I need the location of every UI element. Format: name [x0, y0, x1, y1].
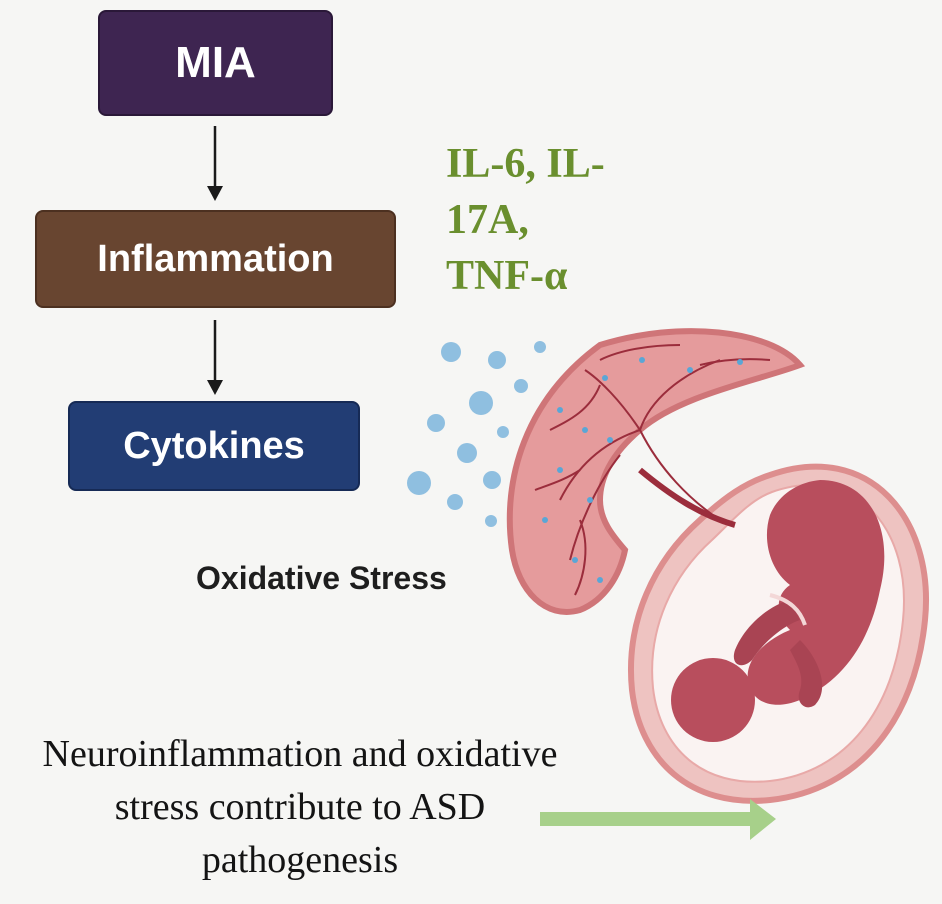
placenta-illustration	[506, 328, 806, 615]
droplet-icon	[488, 351, 506, 369]
mia-box: MIA	[98, 10, 333, 116]
cytokine-line-2: 17A,	[446, 197, 529, 243]
down-arrow-icon	[207, 126, 223, 201]
droplet-icon	[427, 414, 445, 432]
droplet-icon	[534, 341, 546, 353]
conclusion-line-1: Neuroinflammation and oxidative	[42, 733, 558, 775]
cytokines-label: Cytokines	[123, 424, 305, 467]
droplet-icon	[514, 379, 528, 393]
droplet-icon	[485, 515, 497, 527]
oxidative-stress-label: Oxidative Stress	[196, 560, 447, 596]
droplet-icon	[469, 391, 493, 415]
mia-label: MIA	[175, 38, 256, 87]
droplet-icon	[447, 494, 463, 510]
conclusion-line-2: stress contribute to ASD	[114, 786, 486, 828]
cytokine-line-3: TNF-α	[446, 253, 568, 299]
cytokines-box: Cytokines	[68, 401, 360, 491]
conclusion-line-3: pathogenesis	[201, 839, 399, 881]
down-arrow-icon	[207, 320, 223, 395]
inflammation-box: Inflammation	[35, 210, 396, 308]
droplet-icon	[441, 342, 461, 362]
fetus-illustration	[628, 463, 929, 804]
cytokine-line-1: IL-6, IL-	[446, 141, 605, 187]
droplet-icon	[457, 443, 477, 463]
droplet-icon	[407, 471, 431, 495]
inflammation-label: Inflammation	[97, 237, 334, 280]
cytokine-list: IL-6, IL- 17A, TNF-α	[446, 136, 646, 304]
conclusion-text: Neuroinflammation and oxidative stress c…	[0, 728, 600, 887]
droplet-icon	[483, 471, 501, 489]
right-arrow-icon	[540, 799, 776, 840]
cytokine-droplets	[407, 341, 546, 527]
droplet-icon	[497, 426, 509, 438]
